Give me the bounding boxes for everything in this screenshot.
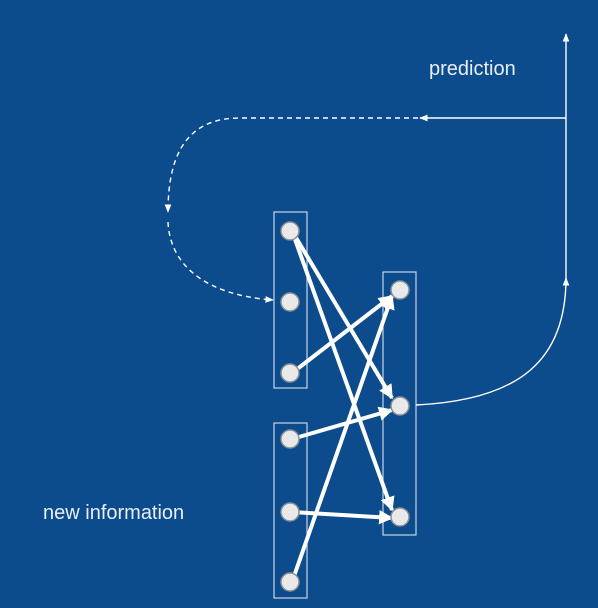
input-node [280, 429, 300, 449]
feedback-dashed-path [164, 117, 418, 213]
context-node [280, 363, 300, 383]
connection-arrow [291, 510, 394, 525]
hidden-node [390, 396, 410, 416]
hidden-layer-box [382, 271, 417, 536]
output-to-top-connector [415, 277, 570, 406]
prediction-label: prediction [429, 58, 516, 80]
connection-arrow [290, 294, 395, 583]
connections [290, 229, 395, 583]
input-node [280, 502, 300, 522]
connection-arrow [290, 230, 395, 512]
nodes [280, 221, 410, 592]
hidden-node [390, 507, 410, 527]
input-node [280, 572, 300, 592]
connection-arrow [290, 229, 394, 400]
new-information-label: new information [43, 502, 185, 524]
input-layer-box [273, 422, 308, 599]
context-layer-box [273, 211, 308, 389]
connection-arrow [290, 294, 394, 375]
feedback-dashed-return [167, 221, 274, 303]
context-node [280, 221, 300, 241]
hidden-node [390, 280, 410, 300]
context-node [280, 292, 300, 312]
connection-arrow [291, 406, 394, 441]
